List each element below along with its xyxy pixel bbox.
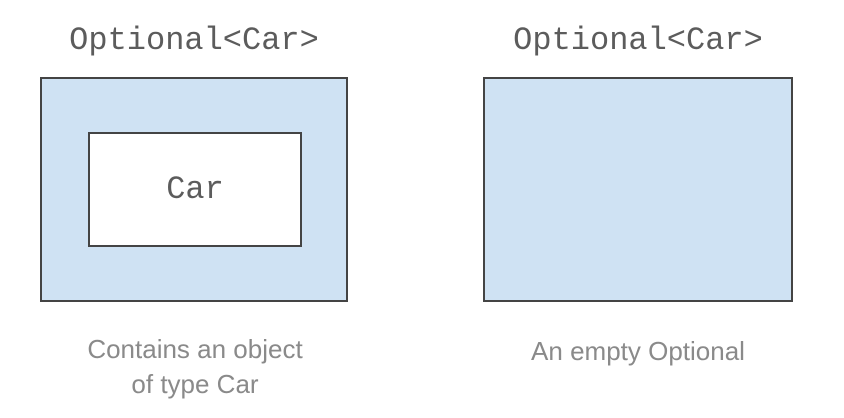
- car-label: Car: [166, 170, 224, 208]
- optional-box-empty: [483, 77, 793, 302]
- optional-with-value-title: Optional<Car>: [69, 22, 319, 59]
- optional-with-value-caption: Contains an object of type Car: [35, 332, 355, 402]
- empty-optional-title: Optional<Car>: [513, 22, 763, 59]
- caption-line-1: Contains an object: [87, 334, 303, 364]
- caption-line-2: of type Car: [131, 369, 259, 399]
- empty-optional-caption: An empty Optional: [531, 336, 745, 366]
- car-object-box: Car: [88, 132, 302, 247]
- optional-box-filled: Car: [40, 77, 348, 302]
